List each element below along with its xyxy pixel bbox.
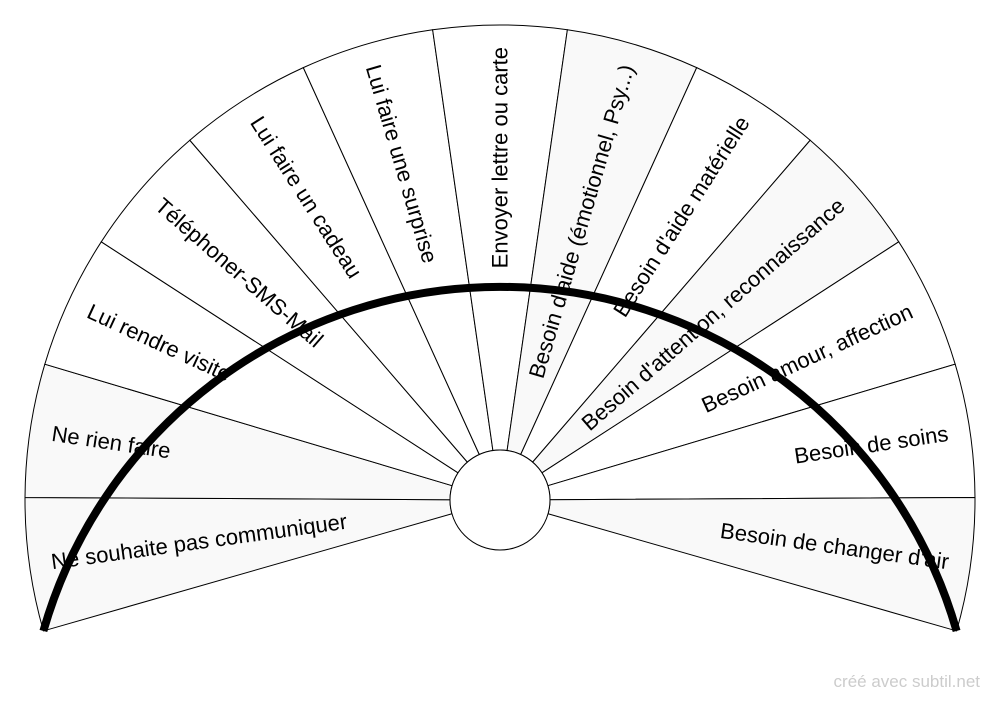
credit-text: créé avec subtil.net — [833, 672, 980, 691]
dial-outer-rim — [39, 282, 961, 633]
segment-label: Envoyer lettre ou carte — [488, 47, 513, 268]
dial-center-hub — [449, 449, 551, 551]
